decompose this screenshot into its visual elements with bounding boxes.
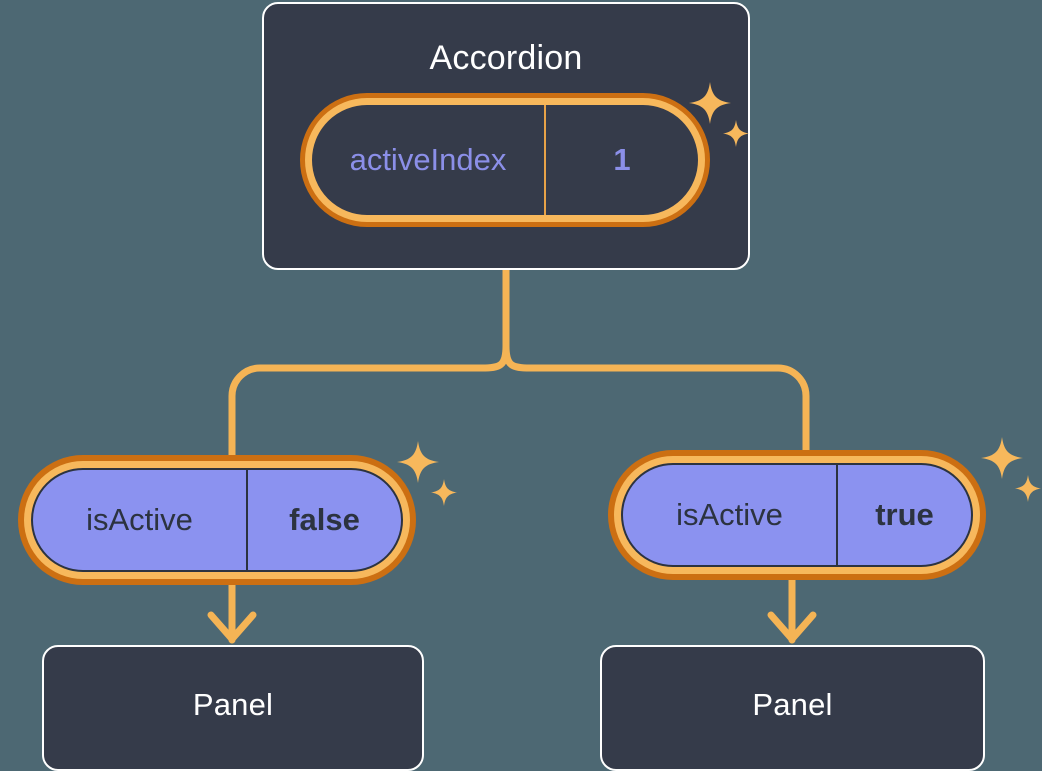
state-value-active-index: 1: [544, 105, 698, 215]
state-pill-is-active-false[interactable]: isActive false: [31, 468, 403, 572]
state-key-active-index: activeIndex: [349, 142, 507, 177]
connector-fork-left: [228, 342, 510, 470]
arrowhead-left-icon: [207, 611, 257, 643]
connector-fork: [502, 342, 810, 466]
accordion-title: Accordion: [429, 39, 583, 77]
state-pill-is-active-true[interactable]: isActive true: [621, 463, 973, 567]
sparkle-small-icon: [431, 479, 457, 506]
sparkle-large-icon: [981, 437, 1023, 479]
component-node-panel-right[interactable]: Panel: [600, 645, 985, 771]
state-value-is-active-true: true: [836, 465, 971, 565]
arrowhead-right-icon: [767, 611, 817, 643]
state-key-is-active-true: isActive: [676, 497, 783, 532]
sparkles-icon-false: [396, 441, 458, 514]
sparkle-large-icon: [397, 441, 439, 483]
state-key-is-active-false: isActive: [86, 502, 193, 537]
sparkles-icon-true: [980, 437, 1042, 510]
panel-left-title: Panel: [192, 687, 274, 722]
sparkle-small-icon: [1015, 475, 1041, 502]
state-value-is-active-false: false: [246, 470, 401, 570]
panel-right-title: Panel: [752, 687, 833, 722]
component-node-panel-left[interactable]: Panel: [42, 645, 424, 771]
state-pill-active-index[interactable]: activeIndex 1: [305, 98, 705, 222]
